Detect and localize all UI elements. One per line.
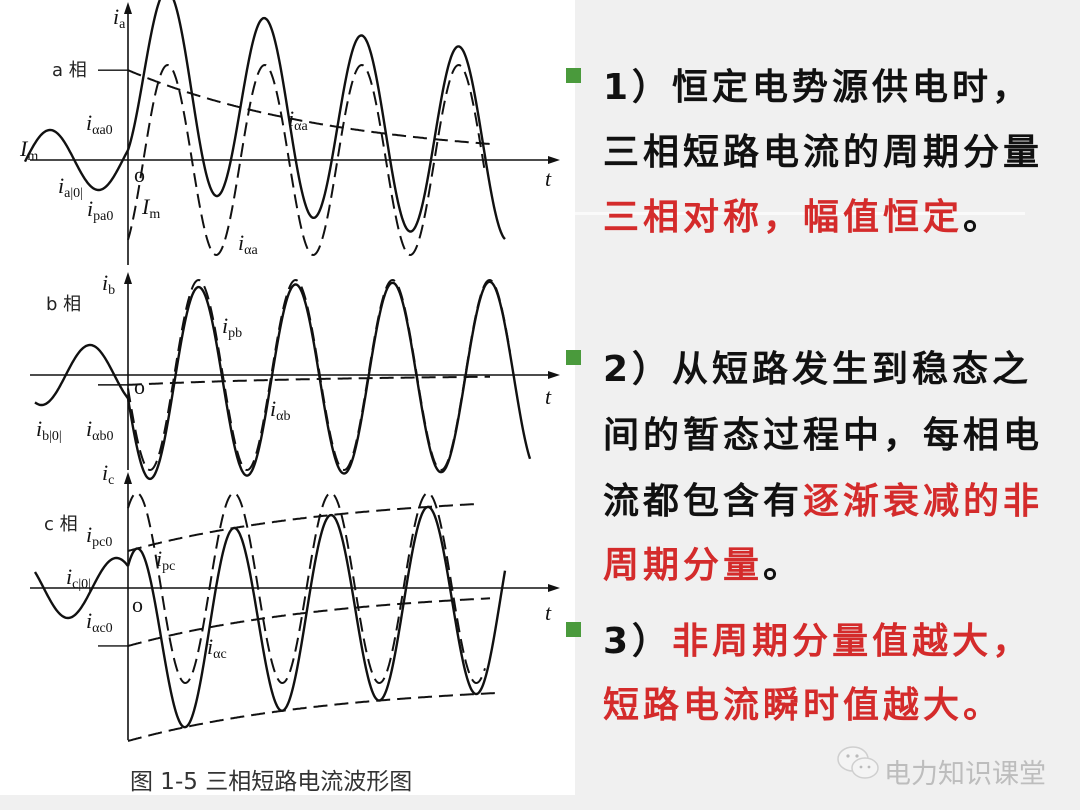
highlight-text: 非周期分量值越大， (672, 621, 1033, 662)
upper-envelope-c (127, 502, 481, 552)
prefault-current-c (33, 556, 129, 620)
label-ipc0: ipc0 (86, 522, 113, 550)
bullet-3 (566, 622, 581, 637)
phase-c-label: c 相 (44, 514, 78, 535)
aperiodic-component-c (127, 597, 491, 647)
text-segment: 。 (763, 545, 804, 586)
periodic-component-a (127, 63, 486, 257)
text-segment: 1）恒定电势源供电时， (603, 67, 1033, 108)
label-i-alpha-b0: iαb0 (86, 416, 114, 444)
aperiodic-component-b (127, 375, 490, 386)
highlight-text: 周期分量 (603, 545, 764, 586)
figure-caption: 图 1-5 三相短路电流波形图 (130, 769, 413, 795)
axis-arrow-icon (124, 2, 132, 14)
total-current-b (126, 280, 532, 481)
t-axis-label-b: t (545, 384, 552, 409)
point-2-line-1: 2）从短路发生到稳态之 (603, 352, 1032, 388)
label-ic0: ic|0| (66, 564, 91, 592)
point-2-line-2: 间的暂态过程中，每相电 (603, 418, 1043, 454)
point-2-line-4: 周期分量。 (603, 548, 803, 584)
axis-label-ib: ib (102, 270, 116, 298)
periodic-component-c (127, 491, 486, 685)
axis-arrow-icon (124, 472, 132, 484)
origin-label-b: o (134, 374, 145, 399)
bullet-1 (566, 68, 581, 83)
axis-arrow-icon (548, 371, 560, 379)
label-i-alpha-a-dc: iαa (288, 106, 308, 134)
watermark-text: 电力知识课堂 (884, 759, 1046, 790)
label-ipc: ipc (156, 546, 176, 574)
point-1-line-1: 1）恒定电势源供电时， (603, 70, 1032, 106)
divider-line (575, 212, 1025, 215)
axis-label-ic: ic (102, 460, 115, 488)
t-axis-label-c: t (545, 600, 552, 625)
waveform-figure: a 相 ia iαa0 Im ia|0| ipa0 Im iαa iαa o t… (0, 0, 575, 795)
text-segment: 间的暂态过程中，每相电 (603, 415, 1044, 456)
phase-b-label: b 相 (46, 294, 82, 315)
label-ib0: ib|0| (36, 416, 62, 444)
label-Im-left: Im (20, 136, 39, 164)
t-axis-label-a: t (545, 166, 552, 191)
total-current-c (126, 505, 507, 729)
text-segment: 2）从短路发生到稳态之 (603, 349, 1033, 390)
axis-arrow-icon (548, 584, 560, 592)
highlight-text: 三相对称，幅值恒定 (603, 197, 964, 238)
point-2-line-3: 流都包含有逐渐衰减的非 (603, 484, 1043, 520)
wechat-icon (837, 746, 879, 779)
lower-envelope-c (127, 691, 500, 742)
text-segment: 。 (963, 197, 1004, 238)
aperiodic-component-a (127, 69, 491, 145)
prefault-current-b (34, 343, 129, 407)
phase-a-label: a 相 (52, 60, 87, 81)
total-current-a (126, 0, 506, 240)
text-segment: 流都包含有 (603, 481, 804, 522)
point-1-line-2: 三相短路电流的周期分量 (603, 135, 1043, 171)
bullet-2 (566, 350, 581, 365)
text-segment: 三相短路电流的周期分量 (603, 132, 1044, 173)
periodic-component-b (127, 278, 511, 472)
point-1-line-3: 三相对称，幅值恒定。 (603, 200, 1003, 236)
label-i-alpha-a0: iαa0 (86, 110, 113, 138)
text-segment: 3） (603, 621, 673, 662)
label-i-alpha-b: iαb (270, 396, 291, 424)
label-i-alpha-a-periodic: iαa (238, 230, 258, 258)
axis-arrow-icon (548, 156, 560, 164)
point-3-line-1: 3）非周期分量值越大， (603, 624, 1032, 660)
highlight-text: 逐渐衰减的非 (803, 481, 1044, 522)
label-ipb: ipb (222, 313, 243, 341)
waveform-diagram (23, 0, 560, 742)
label-i-alpha-c0: iαc0 (86, 608, 113, 636)
point-3-line-2: 短路电流瞬时值越大。 (603, 688, 1003, 724)
prefault-current-a (23, 128, 130, 192)
label-i-alpha-c: iαc (207, 634, 227, 662)
axis-label-ia: ia (113, 4, 126, 32)
axis-arrow-icon (124, 272, 132, 284)
highlight-text: 短路电流瞬时值越大。 (603, 685, 1004, 726)
label-Im-right: Im (142, 194, 161, 222)
label-ipa0: ipa0 (87, 196, 114, 224)
origin-label-c: o (132, 592, 143, 617)
label-ia0: ia|0| (58, 173, 83, 201)
origin-label-a: o (134, 162, 145, 187)
